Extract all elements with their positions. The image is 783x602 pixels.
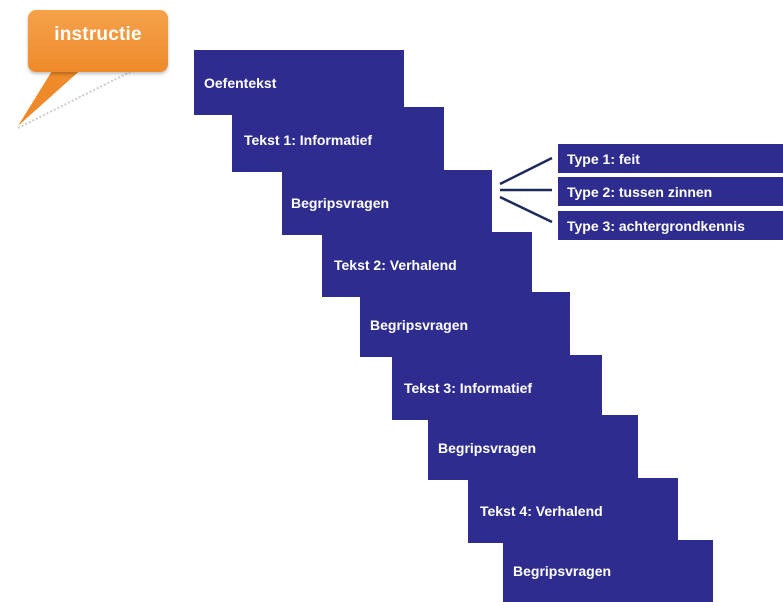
step-tekst4: Tekst 4: Verhalend — [468, 478, 678, 543]
step-label: Tekst 3: Informatief — [404, 379, 533, 396]
type-label: Type 3: achtergrondkennis — [567, 217, 745, 234]
step-begripsvragen-1: Begripsvragen — [282, 170, 492, 235]
step-begripsvragen-3: Begripsvragen — [428, 415, 638, 480]
step-tekst3: Tekst 3: Informatief — [392, 355, 602, 420]
step-label: Begripsvragen — [370, 316, 469, 333]
step-label: Tekst 2: Verhalend — [334, 256, 457, 273]
type-box-achtergrondkennis: Type 3: achtergrondkennis — [558, 211, 783, 240]
step-label: Tekst 4: Verhalend — [480, 502, 603, 519]
step-label: Oefentekst — [204, 74, 277, 91]
step-label: Tekst 1: Informatief — [244, 131, 373, 148]
step-tekst1: Tekst 1: Informatief — [232, 107, 444, 172]
type-box-tussen-zinnen: Type 2: tussen zinnen — [558, 177, 783, 206]
step-begripsvragen-4: Begripsvragen — [503, 540, 713, 602]
step-tekst2: Tekst 2: Verhalend — [322, 232, 532, 297]
instruction-speech-bubble: instructie — [28, 10, 168, 72]
step-oefentekst: Oefentekst — [194, 50, 404, 115]
step-label: Begripsvragen — [291, 194, 390, 211]
step-begripsvragen-2: Begripsvragen — [360, 292, 570, 357]
step-label: Begripsvragen — [438, 439, 537, 456]
bubble-label: instructie — [54, 24, 142, 45]
type-box-feit: Type 1: feit — [558, 144, 783, 173]
type-label: Type 2: tussen zinnen — [567, 183, 713, 200]
step-label: Begripsvragen — [513, 563, 612, 579]
type-label: Type 1: feit — [567, 150, 640, 167]
